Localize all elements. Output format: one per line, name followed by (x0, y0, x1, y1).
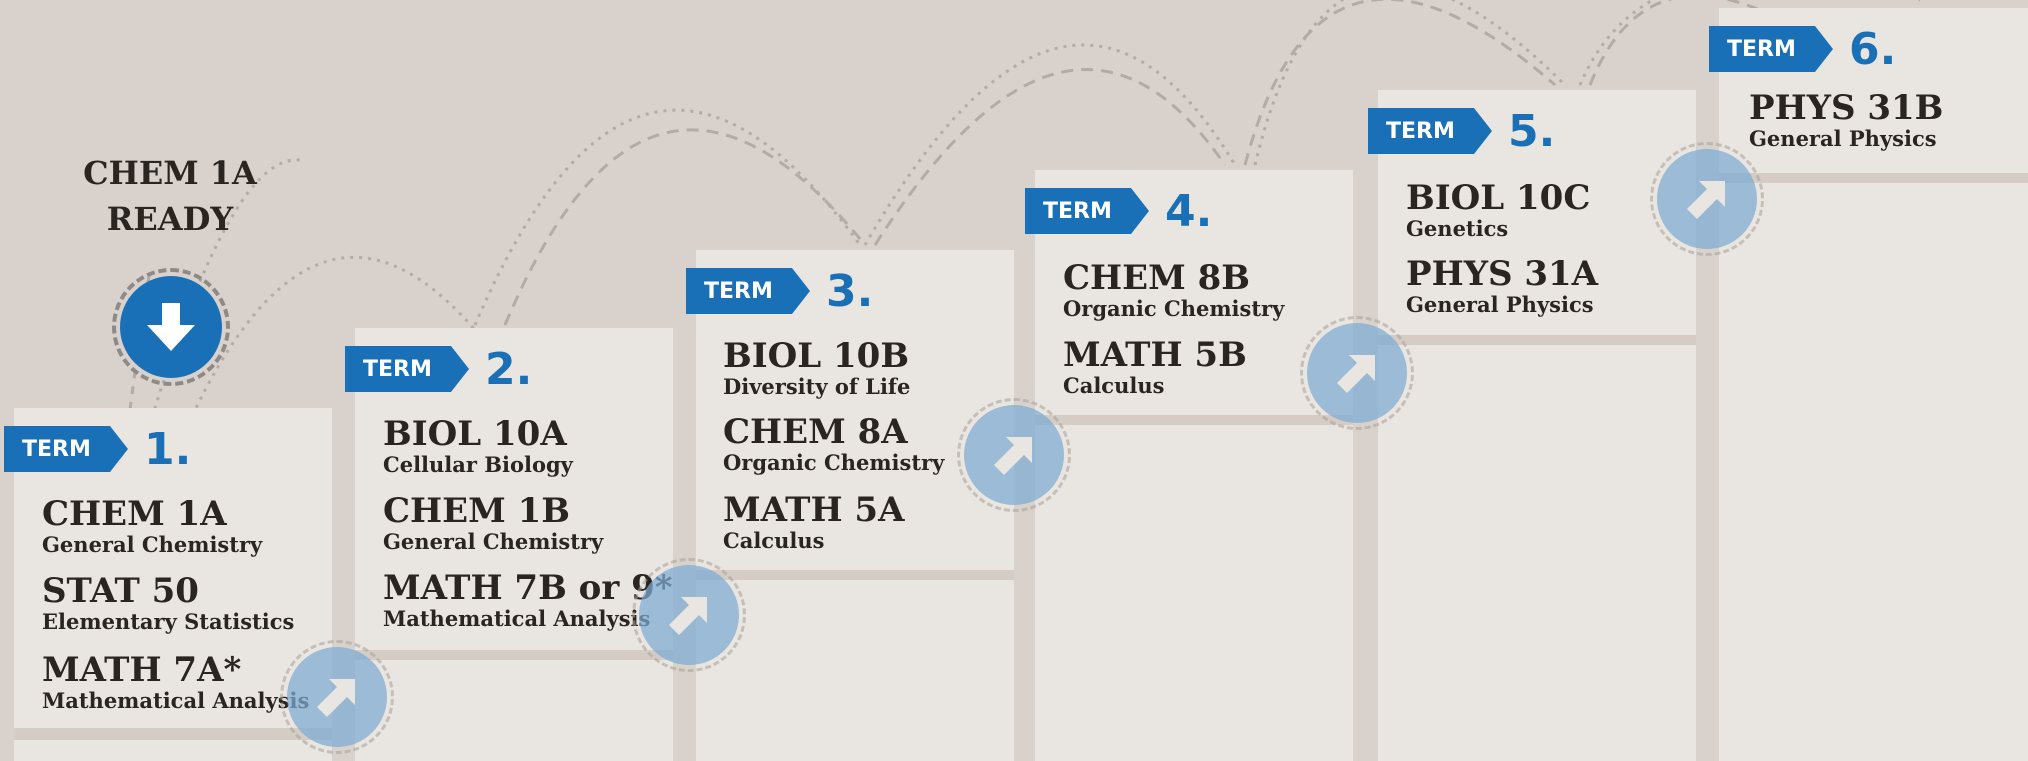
course-item: BIOL 10B Diversity of Life (723, 338, 910, 400)
arc-term5-to-term6-dotted (1578, 0, 1920, 86)
term-tag: TERM (1709, 26, 1833, 72)
term-number: 6. (1849, 23, 1897, 75)
course-item: MATH 7A* Mathematical Analysis (42, 652, 309, 714)
course-name: Diversity of Life (723, 374, 911, 399)
course-item: CHEM 8B Organic Chemistry (1063, 260, 1284, 322)
course-code: CHEM 8B (1063, 258, 1250, 298)
course-name: Mathematical Analysis (383, 606, 651, 631)
course-item: PHYS 31A General Physics (1406, 256, 1598, 318)
term-tag: TERM (345, 346, 469, 392)
course-item: STAT 50 Elementary Statistics (42, 573, 294, 635)
term-4-base (1035, 425, 1353, 761)
course-name: General Physics (1406, 292, 1594, 317)
ready-course: CHEM 1A (83, 154, 257, 192)
course-item: CHEM 1A General Chemistry (42, 496, 262, 558)
term-2-badge: TERM 2. (345, 343, 533, 395)
arrow-up-right-icon (280, 640, 394, 754)
course-name: Calculus (1063, 373, 1165, 398)
arc-term2-to-term3-dotted (473, 108, 862, 326)
course-code: CHEM 1B (383, 491, 570, 531)
term-number: 2. (485, 343, 533, 395)
course-item: CHEM 1B General Chemistry (383, 493, 603, 555)
arc-term4-to-term5 (1243, 0, 1556, 166)
term-1-base (14, 740, 332, 761)
course-item: PHYS 31B General Physics (1749, 90, 1943, 152)
arc-term2-to-term3 (503, 128, 867, 326)
course-code: MATH 5B (1063, 335, 1247, 375)
term-3-badge: TERM 3. (686, 265, 874, 317)
arrow-down-icon (112, 268, 230, 386)
term-number: 5. (1508, 105, 1556, 157)
term-number: 3. (826, 265, 874, 317)
course-code: CHEM 8A (723, 412, 908, 452)
course-item: MATH 5A Calculus (723, 492, 904, 554)
course-name: Organic Chemistry (723, 450, 945, 475)
course-item: BIOL 10A Cellular Biology (383, 416, 573, 478)
term-3-base (696, 580, 1014, 761)
course-name: General Physics (1749, 126, 1937, 151)
arc-term5-to-term6 (1588, 0, 1761, 86)
course-name: Genetics (1406, 216, 1509, 241)
term-tag: TERM (4, 426, 128, 472)
term-5-badge: TERM 5. (1368, 105, 1556, 157)
term-6-base (1719, 183, 2028, 761)
course-item: CHEM 8A Organic Chemistry (723, 414, 944, 476)
ready-heading: CHEM 1A READY (60, 150, 280, 242)
term-6-badge: TERM 6. (1709, 23, 1897, 75)
course-code: BIOL 10B (723, 336, 910, 376)
course-name: General Chemistry (42, 532, 263, 557)
course-item: BIOL 10C Genetics (1406, 180, 1590, 242)
arrow-up-right-icon (632, 558, 746, 672)
term-tag: TERM (686, 268, 810, 314)
term-1-badge: TERM 1. (4, 423, 192, 475)
term-tag: TERM (1025, 188, 1149, 234)
term-4-badge: TERM 4. (1025, 185, 1213, 237)
arrow-up-right-icon (1650, 142, 1764, 256)
term-2-card (355, 328, 673, 660)
course-code: PHYS 31A (1406, 254, 1599, 294)
arc-term3-to-term4 (873, 68, 1227, 246)
course-code: BIOL 10A (383, 414, 567, 454)
term-2-base (355, 660, 673, 761)
course-code: MATH 7B or 9* (383, 568, 673, 608)
course-code: MATH 7A* (42, 650, 242, 690)
course-code: CHEM 1A (42, 494, 227, 534)
course-code: BIOL 10C (1406, 178, 1591, 218)
course-name: General Chemistry (383, 529, 604, 554)
course-code: STAT 50 (42, 571, 199, 611)
course-item: MATH 5B Calculus (1063, 337, 1247, 399)
arc-ready-to-term1 (128, 269, 152, 411)
ready-label: READY (106, 200, 234, 238)
course-name: Organic Chemistry (1063, 296, 1285, 321)
course-name: Calculus (723, 528, 825, 553)
arrow-up-right-icon (1300, 316, 1414, 430)
term-number: 1. (144, 423, 192, 475)
course-code: MATH 5A (723, 490, 905, 530)
course-name: Cellular Biology (383, 452, 573, 477)
arrow-up-right-icon (957, 398, 1071, 512)
term-5-base (1378, 345, 1696, 761)
course-name: Elementary Statistics (42, 609, 295, 634)
course-item: MATH 7B or 9* Mathematical Analysis (383, 570, 673, 632)
term-tag: TERM (1368, 108, 1492, 154)
term-number: 4. (1165, 185, 1213, 237)
course-code: PHYS 31B (1749, 88, 1944, 128)
course-name: Mathematical Analysis (42, 688, 310, 713)
